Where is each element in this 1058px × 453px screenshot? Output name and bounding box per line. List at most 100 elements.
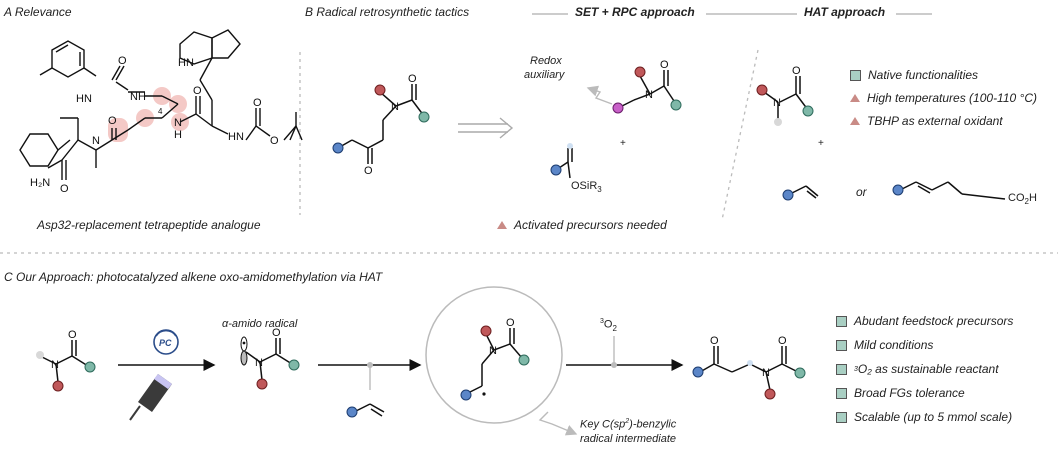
grey-site-icon	[774, 118, 782, 126]
red-site-icon	[256, 378, 268, 390]
redox-label-1: Redox	[530, 55, 562, 67]
set-rpc-title: SET + RPC approach	[575, 5, 695, 19]
teal-site-icon	[670, 99, 682, 111]
atom-o: O	[778, 335, 787, 347]
warning-triangle-icon	[850, 117, 860, 125]
key-intermediate-label-2: radical intermediate	[580, 433, 676, 445]
atom-hn: HN	[178, 57, 194, 69]
section-a-title: A Relevance	[4, 5, 72, 19]
lightning-arrow-icon	[586, 85, 613, 105]
starting-amide	[39, 340, 89, 383]
red-site-icon	[634, 66, 646, 78]
redox-auxiliary-icon	[612, 102, 624, 114]
atom-n: N	[773, 97, 781, 109]
activated-note: Activated precursors needed	[497, 218, 667, 232]
retro-arrow	[458, 117, 514, 139]
atom-o: O	[506, 317, 515, 329]
alkene-reagents	[789, 181, 963, 199]
atom-o: O	[118, 55, 127, 67]
atom-n: N	[391, 101, 399, 113]
acid-label: CO2H	[1008, 192, 1037, 207]
alpha-amido-radical	[245, 338, 293, 381]
red-site-icon	[374, 84, 386, 96]
blue-site-icon	[892, 184, 904, 196]
plus-sign: +	[818, 138, 824, 149]
benzylic-radical	[465, 328, 523, 395]
atom-n: N	[255, 357, 263, 369]
atom-n: N	[51, 359, 59, 371]
hat-title: HAT approach	[804, 5, 886, 19]
intermediate-highlight	[425, 286, 563, 424]
atom-h: H	[174, 129, 182, 141]
atom-o: O	[108, 115, 117, 127]
atom-n: N	[645, 89, 653, 101]
check-square-icon	[836, 339, 847, 351]
blue-site-icon	[782, 189, 794, 201]
atom-o: O	[60, 183, 69, 195]
teal-site-icon	[518, 354, 530, 366]
led-lamp-icon	[129, 374, 172, 421]
atom-o: O	[660, 59, 669, 71]
or-label: or	[856, 185, 867, 199]
atom-nh: NH	[130, 91, 146, 103]
product-structure	[699, 346, 799, 391]
atom-n: N	[489, 345, 497, 357]
atom-n: N	[174, 117, 182, 129]
check-square-icon	[836, 411, 847, 423]
atom-n: N	[762, 367, 770, 379]
teal-site-icon	[802, 105, 814, 117]
atom-o: O	[792, 65, 801, 77]
atom-o: O	[270, 135, 279, 147]
section-c-title: C Our Approach: photocatalyzed alkene ox…	[4, 270, 383, 284]
grey-site-icon	[747, 360, 753, 366]
approach-legend-item: Mild conditions	[836, 338, 933, 352]
alkene-reagent	[353, 403, 385, 417]
blue-site-icon	[460, 389, 472, 401]
approach-legend-item: Broad FGs tolerance	[836, 386, 965, 400]
blue-site-icon	[346, 406, 358, 418]
atom-o: O	[68, 329, 77, 341]
lightning-arrow-icon	[538, 411, 578, 436]
blue-site-icon	[332, 142, 344, 154]
atom-o: O	[193, 85, 202, 97]
atom-o: O	[408, 73, 417, 85]
key-intermediate-label: Key C(sp2)-benzylic	[580, 418, 677, 431]
hat-fragment	[763, 76, 809, 120]
blue-site-icon	[692, 366, 704, 378]
atom-o: O	[253, 97, 262, 109]
grey-site-icon	[567, 143, 573, 149]
hat-legend-item: TBHP as external oxidant	[850, 114, 1003, 128]
atom-o: O	[364, 165, 373, 177]
teal-site-icon	[794, 367, 806, 379]
atom-hn: HN	[76, 93, 92, 105]
approach-legend-item: Scalable (up to 5 mmol scale)	[836, 410, 1012, 424]
approach-legend-item: Abudant feedstock precursors	[836, 314, 1013, 328]
hat-legend-item: High temperatures (100-110 °C)	[850, 91, 1037, 105]
tetrapeptide-caption: Asp32-replacement tetrapeptide analogue	[37, 218, 261, 232]
atom-o: O	[710, 335, 719, 347]
section-b-title: B Radical retrosynthetic tactics	[305, 5, 470, 19]
chain-subscript: 4	[158, 107, 163, 116]
teal-site-icon	[418, 111, 430, 123]
pc-label: PC	[159, 338, 172, 348]
atom-n: N	[92, 135, 100, 147]
target-structure	[337, 84, 425, 164]
redox-label-2: auxiliary	[524, 69, 565, 81]
blue-site-icon	[550, 164, 562, 176]
hat-legend-item: Native functionalities	[850, 68, 978, 82]
teal-site-icon	[288, 359, 300, 371]
atom-o: O	[272, 327, 281, 339]
atom-hn: HN	[228, 131, 244, 143]
silyl-label: OSiR3	[571, 180, 602, 195]
red-site-icon	[52, 380, 64, 392]
check-square-icon	[836, 363, 847, 375]
warning-triangle-icon	[497, 221, 507, 229]
warning-triangle-icon	[850, 94, 860, 102]
teal-site-icon	[84, 361, 96, 373]
red-site-icon	[756, 84, 768, 96]
grey-site-icon	[36, 351, 44, 359]
red-site-icon	[480, 325, 492, 337]
alpha-amido-label: α-amido radical	[222, 318, 298, 330]
